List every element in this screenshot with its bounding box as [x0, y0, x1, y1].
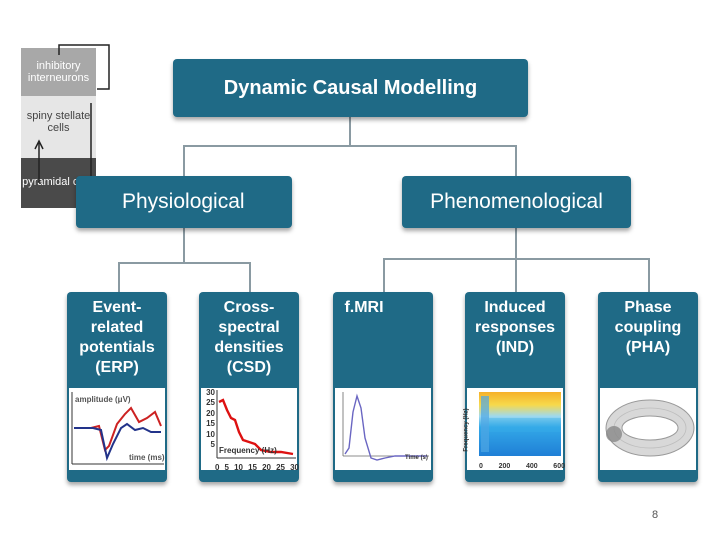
csd-yticks: 30 25 20 15 10 5	[203, 388, 215, 450]
inhibitory-label: inhibitory interneurons	[27, 60, 90, 84]
phenomenological-label: Phenomenological	[430, 190, 603, 213]
ind-ylabel: Frequency (Hz)	[463, 408, 470, 452]
csd-ytick: 25	[206, 398, 215, 408]
ind-xtick: 0	[479, 463, 483, 470]
connector-hbar-top	[183, 145, 516, 147]
fmri-plot: Time (s)	[335, 388, 431, 470]
csd-xticks: 0 5 10 15 20 25 30	[215, 458, 299, 478]
erp-plot: amplitude (μV) time (ms)	[69, 388, 165, 470]
csd-ytick: 5	[210, 440, 215, 450]
csd-xtick: 20	[262, 463, 271, 472]
ind-xtick: 200	[498, 463, 511, 470]
csd-ytick: 10	[206, 429, 215, 439]
connector-phys-hbar	[118, 262, 250, 264]
inhibitory-panel	[21, 48, 96, 96]
page-number: 8	[652, 509, 659, 521]
csd-xtick: 5	[224, 463, 229, 472]
phenomenological-box: Phenomenological	[402, 176, 631, 228]
physiological-label: Physiological	[122, 190, 245, 213]
neuron-diagram: inhibitory interneurons spiny stellate c…	[21, 44, 110, 208]
connector-title	[349, 117, 351, 145]
csd-plot: 30 25 20 15 10 5 Frequency (Hz) 0 5 10 1…	[201, 388, 299, 472]
ind-label: Induced responses (IND)	[474, 299, 556, 356]
erp-box: Event-related potentials (ERP) amplitude…	[67, 292, 167, 482]
csd-xtick: 15	[248, 463, 257, 472]
ind-xtick: 400	[525, 463, 538, 470]
csd-ytick: 20	[206, 408, 215, 418]
connector-csd	[249, 262, 251, 292]
ind-xticks: 0 200 400 600	[479, 457, 565, 477]
physiological-box: Physiological	[76, 176, 292, 228]
connector-phys-down	[183, 228, 185, 262]
pha-plot	[600, 388, 696, 470]
erp-xlabel: time (ms)	[129, 453, 165, 462]
fmri-box: f.MRI Time (s)	[333, 292, 433, 482]
title-text: Dynamic Causal Modelling	[223, 76, 478, 99]
erp-ylabel: amplitude (μV)	[75, 395, 131, 404]
connector-phys	[183, 145, 185, 176]
csd-box: Cross-spectral densities (CSD) 30 25 20 …	[199, 292, 299, 482]
spiny-label: spiny stellate cells	[26, 110, 91, 134]
spiny-panel	[21, 96, 96, 158]
csd-xlabel: Frequency (Hz)	[219, 446, 277, 455]
connector-ind	[515, 258, 517, 292]
csd-xtick: 30	[290, 463, 299, 472]
csd-xtick: 10	[234, 463, 243, 472]
pha-box: Phase coupling (PHA)	[598, 292, 698, 482]
connector-erp	[118, 262, 120, 292]
csd-xtick: 0	[215, 463, 220, 472]
title-box: Dynamic Causal Modelling	[173, 59, 528, 117]
ind-plot: Frequency (Hz) 0 200 400 600	[464, 388, 565, 470]
ind-xtick: 600	[553, 463, 565, 470]
connector-pha	[648, 258, 650, 292]
csd-label: Cross-spectral densities (CSD)	[214, 299, 284, 376]
connector-phen	[515, 145, 517, 176]
fmri-xlabel: Time (s)	[405, 455, 428, 461]
connector-fmri	[383, 258, 385, 292]
pha-label: Phase coupling (PHA)	[614, 299, 682, 356]
fmri-label: f.MRI	[344, 299, 384, 316]
csd-ytick: 30	[206, 388, 215, 397]
erp-label: Event-related potentials (ERP)	[79, 299, 155, 376]
csd-xtick: 25	[276, 463, 285, 472]
ind-box: Induced responses (IND) Frequency (Hz) 0…	[464, 292, 565, 482]
csd-ytick: 15	[206, 419, 215, 429]
connector-phen-down	[515, 228, 517, 258]
